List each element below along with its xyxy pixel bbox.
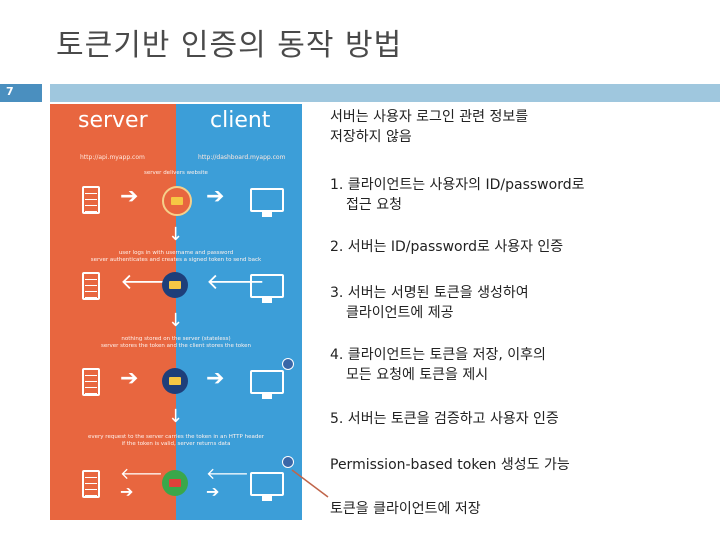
permission-note: Permission-based token 생성도 가능	[330, 457, 570, 473]
server-url: http://api.myapp.com	[80, 154, 145, 161]
callout-text: 토큰을 클라이언트에 저장	[330, 501, 481, 517]
arrow-down-icon: ↓	[168, 310, 184, 331]
server-icon	[82, 470, 100, 498]
website-icon	[162, 186, 192, 216]
diagram-note-3b: server stores the token and the client s…	[101, 343, 251, 349]
client-url: http://dashboard.myapp.com	[198, 154, 286, 161]
arrow-right-icon: ➔	[206, 482, 220, 501]
token-auth-diagram: server client http://api.myapp.com http:…	[50, 104, 302, 520]
slide-number-bar	[0, 84, 42, 102]
arrow-right-icon: ➔	[120, 184, 139, 209]
stored-token-icon	[282, 456, 294, 468]
diagram-note-4a: every request to the server carries the …	[88, 434, 264, 440]
monitor-icon	[250, 370, 284, 399]
monitor-icon	[250, 188, 284, 217]
stored-token-icon	[282, 358, 294, 370]
signed-token-icon	[162, 272, 188, 298]
server-header: server	[78, 108, 148, 133]
diagram-note-4b: if the token is valid, server returns da…	[121, 441, 231, 447]
step-4-line-2: 모든 요청에 토큰을 제시	[346, 367, 489, 383]
server-column	[50, 104, 176, 520]
arrow-right-icon: ➔	[120, 366, 139, 391]
slide-title: 토큰기반 인증의 동작 방법	[56, 28, 403, 63]
diagram-note-2a: user logs in with username and password	[118, 250, 234, 256]
intro-line-2: 저장하지 않음	[330, 129, 412, 145]
arrow-left-icon: 🡐	[120, 464, 163, 483]
server-icon	[82, 368, 100, 396]
monitor-icon	[250, 472, 284, 501]
header-accent-bar	[50, 84, 720, 102]
step-2: 2. 서버는 ID/password로 사용자 인증	[330, 239, 564, 255]
step-1-line-2: 접근 요청	[346, 197, 402, 213]
arrow-right-icon: ➔	[120, 482, 134, 501]
client-header: client	[210, 108, 271, 133]
arrow-down-icon: ↓	[168, 406, 184, 427]
server-icon	[82, 186, 100, 214]
arrow-right-icon: ➔	[206, 184, 225, 209]
slide-number: 7	[6, 85, 14, 98]
diagram-note-3a: nothing stored on the server (stateless)	[121, 336, 231, 342]
step-3-line-2: 클라이언트에 제공	[346, 305, 454, 321]
diagram-note-2b: server authenticates and creates a signe…	[90, 257, 262, 263]
signed-token-icon	[162, 368, 188, 394]
client-column	[176, 104, 302, 520]
diagram-note-1: server delivers website	[144, 170, 208, 176]
valid-token-icon	[162, 470, 188, 496]
step-5: 5. 서버는 토큰을 검증하고 사용자 인증	[330, 411, 559, 427]
arrow-down-icon: ↓	[168, 224, 184, 245]
monitor-icon	[250, 274, 284, 303]
intro-line-1: 서버는 사용자 로그인 관련 정보를	[330, 109, 529, 125]
step-4-line-1: 4. 클라이언트는 토큰을 저장, 이후의	[330, 347, 546, 363]
step-3-line-1: 3. 서버는 서명된 토큰을 생성하여	[330, 285, 529, 301]
step-1-line-1: 1. 클라이언트는 사용자의 ID/password로	[330, 177, 585, 193]
arrow-right-icon: ➔	[206, 366, 225, 391]
arrow-left-icon: 🡐	[206, 464, 249, 483]
server-icon	[82, 272, 100, 300]
